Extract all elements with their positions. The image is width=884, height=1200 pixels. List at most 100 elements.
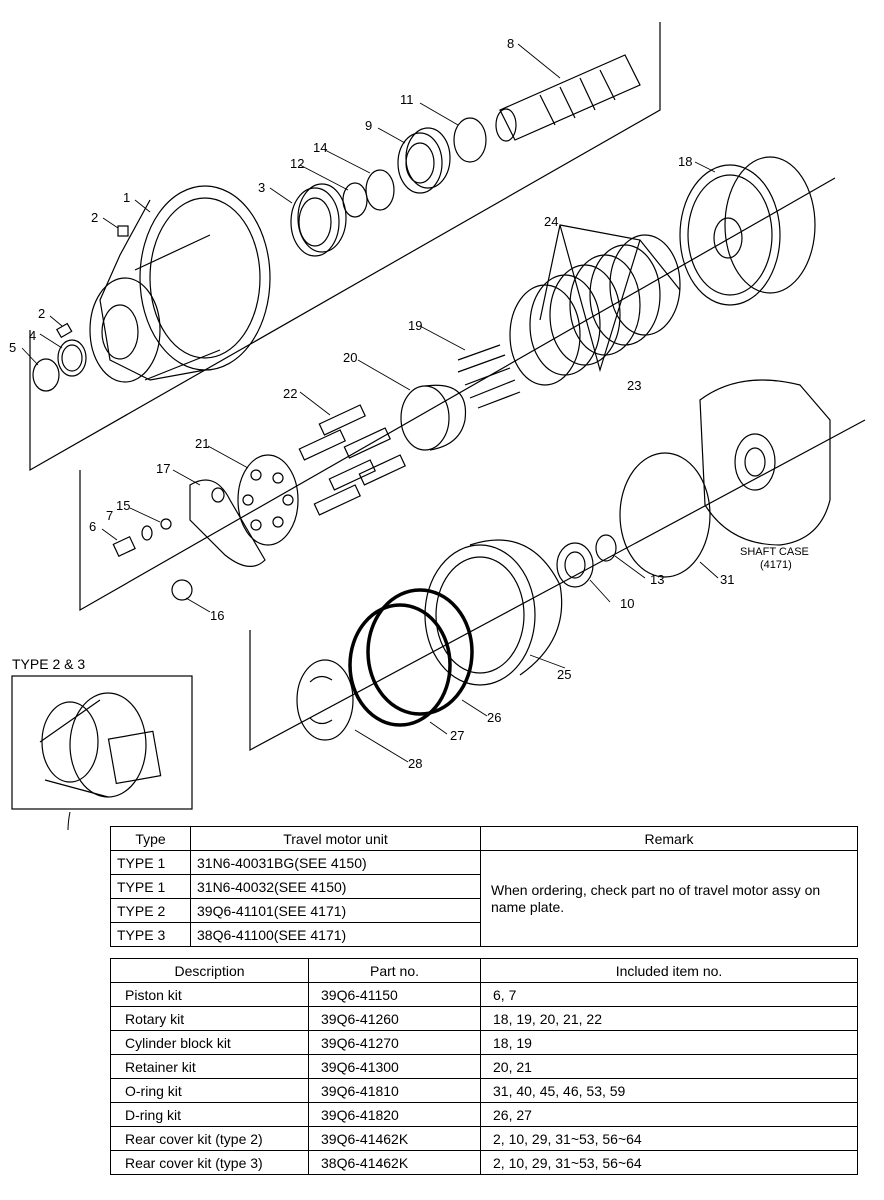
table-row: Piston kit 39Q6-41150 6, 7	[110, 982, 858, 1007]
kit-description: Rear cover kit (type 3)	[110, 1150, 309, 1175]
bearing-part-10	[556, 542, 594, 588]
ring-part-14	[365, 169, 395, 211]
callout-label: 10	[620, 596, 634, 611]
springs-part-19	[457, 344, 521, 409]
set-plate-part-21	[237, 454, 299, 546]
kit-items: 18, 19	[480, 1030, 858, 1055]
callout-label: 19	[408, 318, 422, 333]
motor-unit-cell: 39Q6-41101(SEE 4171)	[190, 898, 481, 923]
shaft-case-part	[699, 379, 831, 546]
cylinder-block-part-18	[679, 156, 816, 306]
kit-items: 2, 10, 29, 31~53, 56~64	[480, 1126, 858, 1151]
callout-label: 31	[720, 572, 734, 587]
callout-label: 6	[89, 519, 96, 534]
callout-labels: 1 2 2 3 4 5 6 7 8 9 10 11 12 13 14 15 16…	[9, 36, 809, 771]
callout-label: 2	[38, 306, 45, 321]
callout-label: 12	[290, 156, 304, 171]
bearing-part-3	[290, 183, 347, 257]
type-cell: TYPE 2	[110, 898, 191, 923]
kit-part-no: 39Q6-41820	[308, 1102, 481, 1127]
pistons-part-22	[298, 404, 406, 516]
kit-part-no: 39Q6-41260	[308, 1006, 481, 1031]
callout-label: 20	[343, 350, 357, 365]
plug-part-upper	[117, 225, 129, 237]
kit-part-no: 39Q6-41810	[308, 1078, 481, 1103]
motor-unit-cell: 31N6-40031BG(SEE 4150)	[190, 850, 481, 875]
swash-plate-part-17	[189, 479, 266, 567]
housing-part	[89, 185, 271, 383]
rear-cover-part-25	[424, 539, 563, 686]
shaft-case-label: SHAFT CASE	[740, 546, 809, 558]
ring-part-12	[342, 182, 368, 218]
header-description: Description	[110, 958, 309, 983]
kit-description: Cylinder block kit	[110, 1030, 309, 1055]
type-table-header: Type Travel motor unit Remark	[110, 826, 858, 851]
o-ring-part-7	[141, 525, 153, 541]
piston-part-6	[112, 535, 136, 557]
callout-label: 21	[195, 436, 209, 451]
panel-mid-outline	[79, 177, 836, 612]
callout-label: 27	[450, 728, 464, 743]
bushing-part-16	[171, 579, 193, 601]
d-ring-part-26	[366, 588, 474, 716]
kit-description: Rear cover kit (type 2)	[110, 1126, 309, 1151]
callout-label: 23	[627, 378, 641, 393]
header-part-no: Part no.	[308, 958, 481, 983]
inset-label: TYPE 2 & 3	[12, 656, 86, 672]
table-row: Rear cover kit (type 3) 38Q6-41462K 2, 1…	[110, 1150, 858, 1175]
kit-table-header: Description Part no. Included item no.	[110, 958, 858, 983]
callout-label: 5	[9, 340, 16, 355]
callout-label: 24	[544, 214, 558, 229]
callout-label: 28	[408, 756, 422, 771]
callout-label: 1	[123, 190, 130, 205]
callout-label: 25	[557, 667, 571, 682]
kit-part-no: 38Q6-41462K	[308, 1150, 481, 1175]
type-cell: TYPE 1	[110, 850, 191, 875]
callout-label: 8	[507, 36, 514, 51]
table-row: Cylinder block kit 39Q6-41270 18, 19	[110, 1030, 858, 1055]
callout-label: 17	[156, 461, 170, 476]
ring-part-4	[57, 339, 87, 377]
callout-label: 14	[313, 140, 327, 155]
panel-top-outline	[29, 22, 661, 472]
header-type: Type	[110, 826, 191, 851]
d-ring-part-27	[348, 603, 452, 727]
shaft-part	[495, 54, 641, 142]
type-cell: TYPE 3	[110, 922, 191, 947]
shaft-case-code: (4171)	[760, 559, 792, 571]
type-table: Type Travel motor unit Remark TYPE 1 31N…	[110, 826, 858, 947]
callout-label: 26	[487, 710, 501, 725]
kit-items: 18, 19, 20, 21, 22	[480, 1006, 858, 1031]
callout-label: 7	[106, 508, 113, 523]
kit-items: 2, 10, 29, 31~53, 56~64	[480, 1150, 858, 1175]
callout-label: 2	[91, 210, 98, 225]
callout-label: 4	[29, 328, 36, 343]
type23-inset	[11, 675, 193, 830]
snap-ring-part-5	[32, 358, 60, 392]
exploded-parts-diagram: 1 2 2 3 4 5 6 7 8 9 10 11 12 13 14 15 16…	[9, 22, 866, 830]
panel-bottom-outline	[249, 419, 866, 752]
table-row: TYPE 1 31N6-40031BG(SEE 4150) When order…	[110, 850, 858, 947]
table-row: Retainer kit 39Q6-41300 20, 21	[110, 1054, 858, 1079]
leader-lines	[21, 43, 719, 763]
friction-plates-part-23-24	[509, 224, 681, 386]
kit-part-no: 39Q6-41462K	[308, 1126, 481, 1151]
ball-guide-part-20	[400, 384, 467, 451]
table-row: Rear cover kit (type 2) 39Q6-41462K 2, 1…	[110, 1126, 858, 1151]
kit-part-no: 39Q6-41270	[308, 1030, 481, 1055]
header-travel-motor-unit: Travel motor unit	[190, 826, 481, 851]
table-row: Rotary kit 39Q6-41260 18, 19, 20, 21, 22	[110, 1006, 858, 1031]
kit-description: Piston kit	[110, 982, 309, 1007]
callout-label: 22	[283, 386, 297, 401]
table-row: O-ring kit 39Q6-41810 31, 40, 45, 46, 53…	[110, 1078, 858, 1103]
callout-label: 9	[365, 118, 372, 133]
header-remark: Remark	[480, 826, 858, 851]
header-included-items: Included item no.	[480, 958, 858, 983]
motor-unit-cell: 38Q6-41100(SEE 4171)	[190, 922, 481, 947]
snap-ring-part-11	[453, 117, 487, 163]
callout-label: 13	[650, 572, 664, 587]
plug-part-lower	[55, 322, 73, 339]
remark-cell: When ordering, check part no of travel m…	[480, 850, 858, 947]
kit-items: 6, 7	[480, 982, 858, 1007]
ring-part-13	[595, 534, 617, 562]
